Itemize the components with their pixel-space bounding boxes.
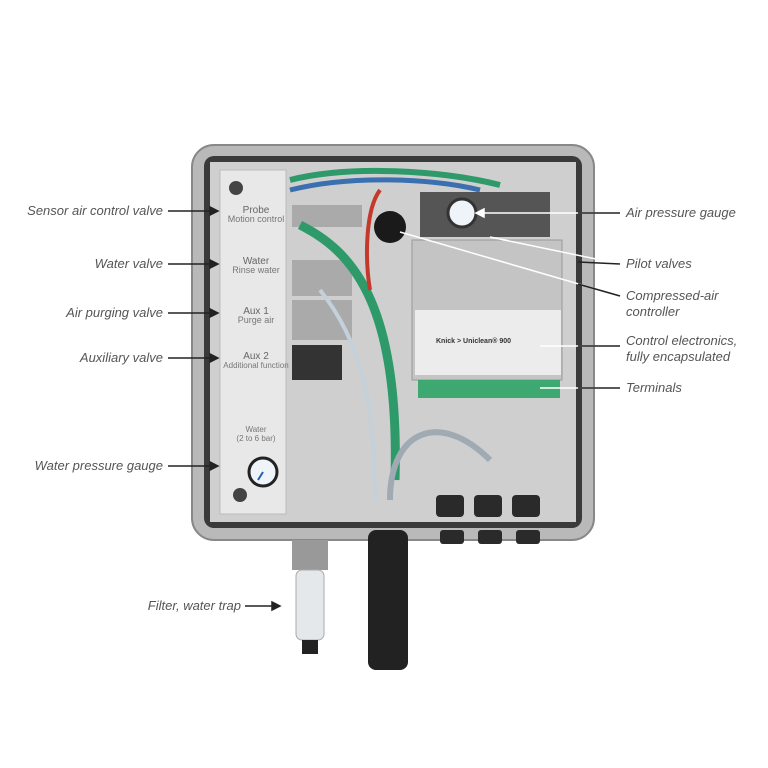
panel-title: Water bbox=[242, 256, 270, 267]
filter-drain bbox=[302, 640, 318, 654]
label-terminals: Terminals bbox=[626, 380, 682, 395]
label-panel bbox=[219, 169, 287, 515]
screw bbox=[233, 488, 247, 502]
panel-title: Water bbox=[245, 425, 267, 434]
panel-title: Aux 1 bbox=[243, 306, 269, 317]
label-auxiliary-valve: Auxiliary valve bbox=[79, 350, 163, 365]
panel-sub: (2 to 6 bar) bbox=[236, 434, 276, 443]
terminals bbox=[418, 380, 560, 398]
electronics-front bbox=[415, 310, 561, 375]
corrugated-hose bbox=[368, 530, 408, 670]
label-filter-water-trap: Filter, water trap bbox=[147, 598, 241, 613]
callout-lines bbox=[168, 205, 282, 612]
compressed-air-controller bbox=[374, 211, 406, 243]
label-air-purging-valve: Air purging valve bbox=[66, 305, 163, 320]
filter-bowl bbox=[295, 569, 325, 641]
label-pilot-valves: Pilot valves bbox=[626, 256, 692, 271]
panel-label-water-supply: Water(2 to 6 bar) bbox=[221, 425, 291, 443]
panel-sub: Purge air bbox=[237, 315, 275, 325]
panel-title: Aux 2 bbox=[243, 351, 269, 362]
panel-sub: Rinse water bbox=[232, 265, 280, 275]
panel-sub: Additional function bbox=[223, 361, 289, 370]
panel-title: Probe bbox=[242, 205, 270, 216]
device-brand-label: Knick > Uniclean® 900 bbox=[436, 338, 512, 345]
label-sensor-air-control-valve: Sensor air control valve bbox=[27, 203, 163, 218]
label-water-valve: Water valve bbox=[94, 256, 163, 271]
label-control-electronics: Control electronics,fully encapsulated bbox=[626, 333, 738, 364]
pilot-valves bbox=[420, 192, 550, 237]
air-pressure-gauge bbox=[446, 197, 478, 229]
screw bbox=[229, 181, 243, 195]
cable-glands bbox=[436, 495, 540, 544]
label-air-pressure-gauge: Air pressure gauge bbox=[626, 205, 736, 220]
panel-sub: Motion control bbox=[227, 214, 285, 224]
filter-top bbox=[292, 540, 328, 570]
label-water-pressure-gauge: Water pressure gauge bbox=[34, 458, 163, 473]
